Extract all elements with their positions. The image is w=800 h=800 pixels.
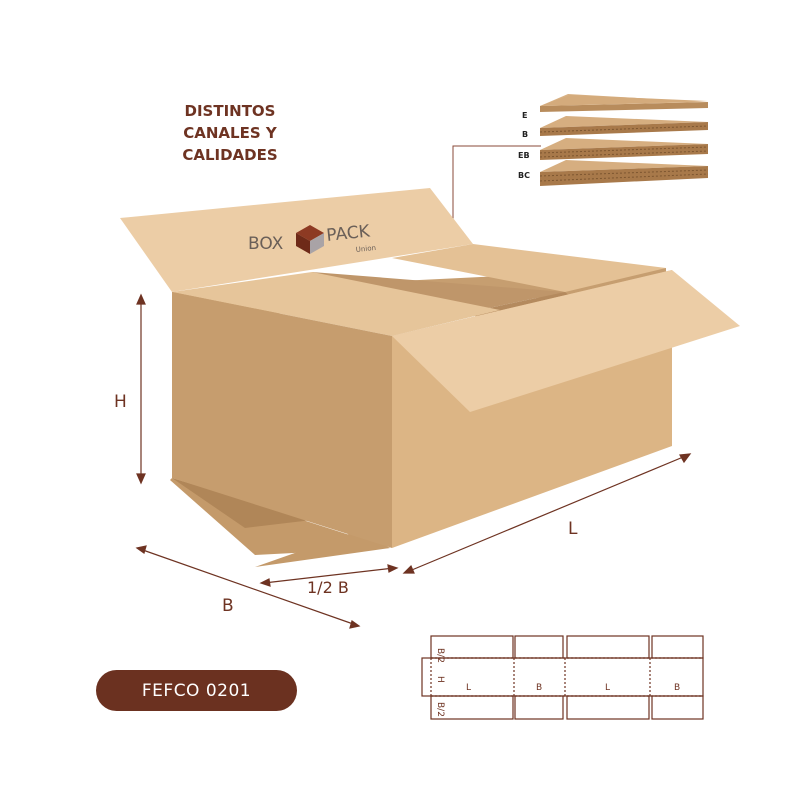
- dieline-top-flap: [514, 635, 564, 659]
- logo-text-left: BOX: [248, 234, 284, 254]
- flute-label-b: B: [522, 130, 528, 139]
- front-top-flap: [392, 270, 740, 412]
- heading-line-1: DISTINTOS: [184, 102, 276, 120]
- logo-text-right: PACK: [325, 221, 371, 246]
- dieline-body: [421, 657, 704, 697]
- flute-sheet-eb: [539, 138, 709, 160]
- dieline-bottom-flap: [430, 695, 514, 720]
- fefco-badge-text: FEFCO 0201: [141, 680, 252, 701]
- box-front-face: [172, 292, 392, 548]
- dieline-diagram: [421, 635, 704, 720]
- dieline-height-label: H: [435, 676, 445, 683]
- width-label: B: [222, 596, 234, 616]
- length-dimension-arrow: [402, 453, 692, 574]
- heading-line-3: CALIDADES: [182, 146, 278, 164]
- left-inner-flap: [172, 272, 500, 336]
- flute-sheet-e: [540, 94, 708, 112]
- flute-samples: E B EB BC: [518, 94, 709, 186]
- brand-logo: BOX PACK Union: [248, 221, 376, 254]
- dieline-bottom-flap: [514, 695, 564, 720]
- dieline-top-flap: [566, 635, 650, 659]
- flute-sheet-b: [539, 116, 709, 136]
- flute-label-eb: EB: [518, 151, 530, 160]
- logo-cube-icon: [296, 225, 324, 254]
- length-label: L: [568, 519, 578, 539]
- height-dimension-arrow: [136, 293, 146, 485]
- heading-line-2: CANALES Y: [183, 124, 277, 142]
- flute-sheet-bc: [539, 160, 709, 186]
- bottom-flap-right: [255, 530, 390, 567]
- cardboard-box: BOX PACK Union: [120, 188, 740, 567]
- logo-subtext: Union: [355, 244, 376, 254]
- flute-label-e: E: [522, 111, 527, 120]
- connector-line: [452, 145, 541, 222]
- half-width-label: 1/2 B: [307, 578, 349, 597]
- width-dimension-arrow: [135, 545, 361, 629]
- dieline-bottom-flap: [566, 695, 650, 720]
- dieline-width-label-2: B: [674, 683, 680, 693]
- dieline-bottom-flap-label: B/2: [435, 702, 445, 717]
- dieline-top-flap-label: B/2: [435, 648, 445, 663]
- flute-label-bc: BC: [518, 171, 530, 180]
- dieline-width-label-1: B: [536, 683, 542, 693]
- dieline-length-label-1: L: [466, 683, 471, 693]
- dieline-bottom-flap: [651, 695, 704, 720]
- fefco-badge: FEFCO 0201: [96, 670, 297, 711]
- dieline-length-label-2: L: [605, 683, 610, 693]
- dieline-top-flap: [651, 635, 704, 659]
- quality-heading: DISTINTOS CANALES Y CALIDADES: [160, 100, 300, 166]
- height-label: H: [114, 392, 127, 412]
- half-width-dimension-arrow: [259, 564, 399, 587]
